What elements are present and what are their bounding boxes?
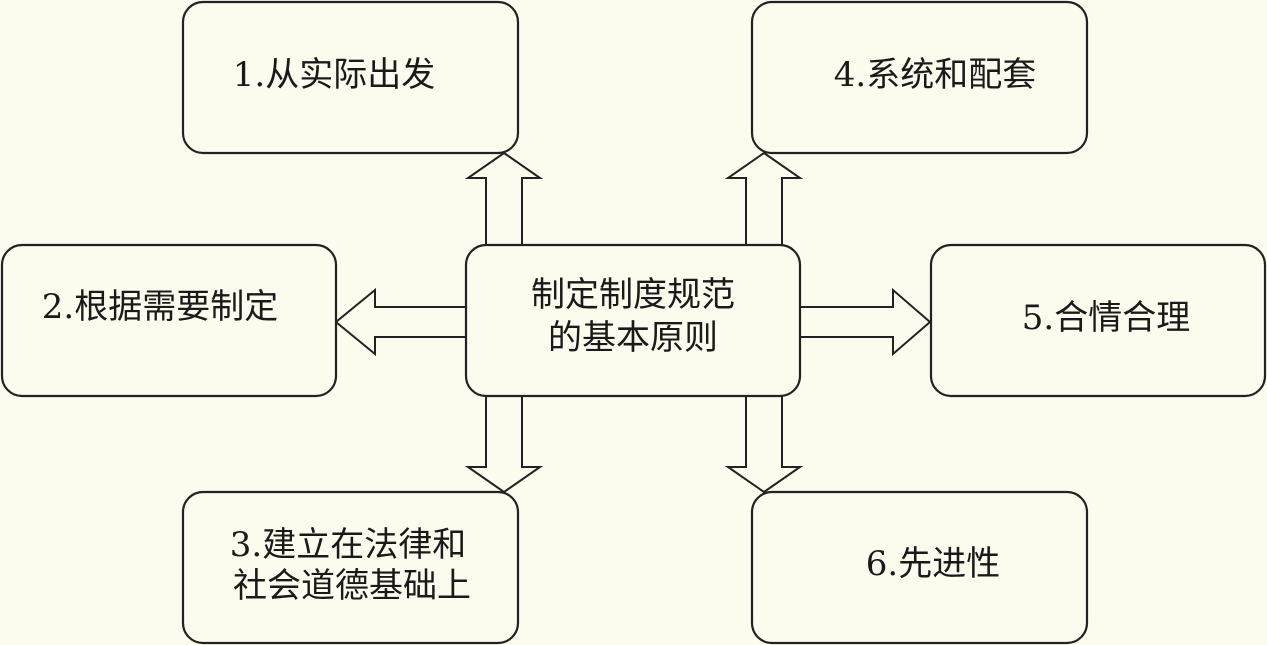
arrow-to-principle-5 — [798, 287, 932, 357]
center-label-line-2: 的基本原则 — [548, 318, 718, 358]
arrows — [334, 151, 932, 494]
arrow-to-principle-2 — [334, 287, 468, 357]
principle-box-4 — [750, 0, 1089, 155]
principle-3-label-line-2: 社会道德基础上 — [233, 566, 471, 606]
principle-box-5 — [929, 243, 1267, 398]
arrow-to-principle-6 — [724, 395, 804, 494]
principle-box-3 — [181, 490, 520, 645]
principle-5-label: 5.合情合理 — [1022, 298, 1190, 338]
principle-box-6 — [750, 490, 1089, 645]
arrow-to-principle-4 — [724, 151, 804, 246]
principle-1-label: 1.从实际出发 — [233, 55, 435, 95]
principle-3-label-line-1: 3.建立在法律和 — [230, 525, 466, 565]
principle-box-2 — [0, 243, 338, 398]
arrow-to-principle-3 — [464, 395, 544, 494]
labels: 制定制度规范 的基本原则 1.从实际出发 2.根据需要制定 3.建立在法律和 社… — [42, 55, 1190, 606]
principle-2-label: 2.根据需要制定 — [42, 287, 278, 327]
principle-4-label: 4.系统和配套 — [834, 55, 1036, 95]
center-label-line-1: 制定制度规范 — [531, 275, 735, 315]
principle-box-1 — [181, 0, 520, 155]
arrow-to-principle-1 — [464, 151, 544, 246]
center-box — [464, 243, 802, 398]
principle-6-label: 6.先进性 — [866, 544, 1000, 584]
